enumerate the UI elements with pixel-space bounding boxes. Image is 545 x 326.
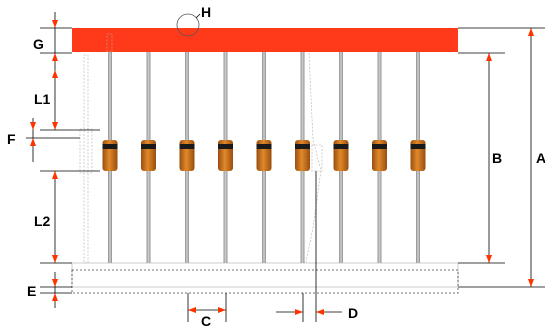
- f-arrow-top: [30, 122, 36, 130]
- l1-arrow-bottom: [52, 122, 58, 130]
- a-arrow-top: [528, 28, 534, 36]
- h-leader-line: [195, 13, 201, 19]
- label-B: B: [492, 150, 502, 166]
- b-arrow-top: [486, 53, 492, 61]
- diode-cathode-band: [410, 144, 426, 149]
- c-arrow-right: [218, 307, 226, 313]
- d-arrow-left: [295, 309, 303, 315]
- diode-cathode-band: [218, 144, 233, 149]
- l1-arrow-top: [52, 70, 58, 78]
- b-arrow-bottom: [486, 255, 492, 263]
- e-arrow-top: [52, 279, 58, 287]
- bottom-tape: [71, 262, 459, 288]
- label-C: C: [201, 313, 211, 326]
- g-arrow-top: [52, 20, 58, 28]
- l2-arrow-top: [52, 171, 58, 179]
- ghost-body-offset: [311, 144, 323, 172]
- diode-cathode-band: [102, 144, 118, 149]
- diode-cathode-band: [256, 144, 272, 149]
- label-L2: L2: [34, 213, 51, 229]
- ghost-body-left: [79, 128, 93, 174]
- d-arrow-right: [316, 309, 324, 315]
- label-G: G: [33, 36, 44, 52]
- diode-cathode-band: [179, 144, 195, 149]
- label-A: A: [536, 150, 545, 166]
- label-L1: L1: [34, 91, 51, 107]
- label-H: H: [201, 4, 211, 20]
- lead-group: [102, 52, 426, 263]
- a-arrow-bottom: [528, 279, 534, 287]
- diode-cathode-band: [333, 144, 349, 149]
- g-arrow-bottom: [52, 53, 58, 61]
- diode-cathode-band: [295, 144, 310, 149]
- diode-cathode-band: [141, 144, 156, 149]
- h-detail-circle: [176, 13, 200, 37]
- c-arrow-left: [188, 307, 196, 313]
- top-tape-mark: [106, 33, 113, 53]
- label-E: E: [27, 283, 36, 299]
- top-tape: [72, 28, 458, 52]
- f-arrow-bottom: [30, 138, 36, 146]
- e-arrow-bottom: [52, 293, 58, 301]
- label-F: F: [7, 131, 16, 147]
- diode-cathode-band: [372, 144, 387, 149]
- label-D: D: [348, 305, 358, 321]
- ghost-lead-left: [83, 54, 89, 264]
- bottom-tape-offset-outline: [71, 269, 459, 294]
- l2-arrow-bottom: [52, 255, 58, 263]
